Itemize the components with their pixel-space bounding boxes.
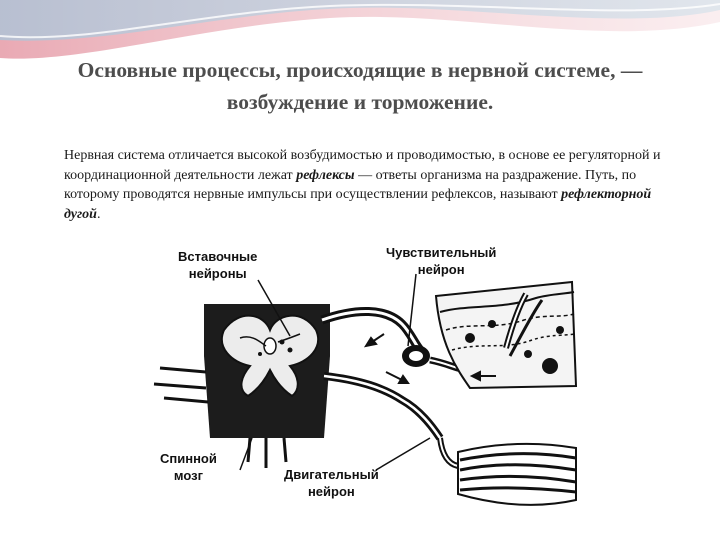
- label-interneurons-line-2: нейроны: [188, 266, 247, 281]
- reflex-arc-illustration: [153, 273, 578, 506]
- term-reflexes: рефлексы: [296, 167, 355, 183]
- label-interneurons: Вставочные нейроны: [178, 248, 257, 282]
- label-interneurons-line-1: Вставочные: [178, 249, 258, 264]
- body-paragraph: Нервная система отличается высокой возбу…: [64, 146, 676, 224]
- term-reflex-arc: рефлекторной дугой: [64, 187, 652, 222]
- paragraph-part-2: — ответы организма на раздражение. Путь,…: [64, 167, 637, 203]
- label-motor-neuron: Двигательный нейрон: [284, 466, 379, 500]
- slide-title: Основные процессы, происходящие в нервно…: [40, 54, 680, 118]
- impulse-arrows: [363, 333, 496, 384]
- label-sensory-line-2: нейрон: [417, 262, 465, 277]
- label-leader-lines: [239, 273, 431, 471]
- reflex-arc-figure: Вставочные нейроны Чувствительный нейрон…: [140, 238, 580, 538]
- muscle-tissue: [457, 442, 577, 506]
- central-canal: [263, 337, 277, 355]
- skin-tissue: [434, 280, 578, 390]
- ventral-root: [323, 372, 444, 441]
- paragraph-part-3: .: [96, 206, 101, 222]
- label-sensory-line-1: Чувствительный: [386, 245, 497, 260]
- label-motor-line-1: Двигательный: [284, 467, 379, 482]
- paragraph-part-1: Нервная система отличается высокой возбу…: [64, 148, 661, 183]
- label-motor-line-2: нейрон: [307, 484, 355, 499]
- slide-title-text: Основные процессы, происходящие в нервно…: [77, 58, 643, 114]
- label-spinal-cord: Спинной мозг: [160, 450, 217, 484]
- label-spinal-line-2: мозг: [173, 468, 203, 483]
- label-spinal-line-1: Спинной: [160, 451, 217, 466]
- label-sensory-neuron: Чувствительный нейрон: [386, 244, 496, 278]
- header-wave-decoration: [0, 0, 720, 59]
